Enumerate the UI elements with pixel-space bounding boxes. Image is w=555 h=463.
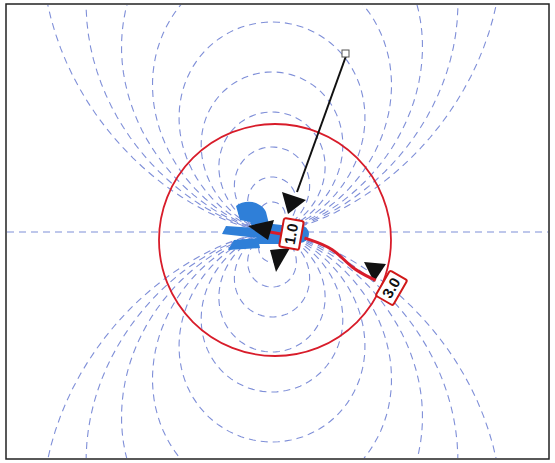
- search-path: [305, 238, 376, 280]
- distance-number: 1.0: [280, 222, 301, 246]
- direction-arrowhead: [270, 248, 290, 272]
- buried-person: [222, 202, 309, 250]
- direction-arrowhead: [282, 192, 306, 214]
- probe-line: [297, 56, 346, 192]
- distance-number: 3.0: [378, 274, 404, 301]
- search-circle: [159, 124, 391, 356]
- direction-arrowhead: [248, 220, 274, 240]
- field-lines: [7, 5, 548, 458]
- value-tag: 3.0: [374, 269, 408, 307]
- probe-end: [342, 50, 349, 57]
- value-tag: 1.0: [277, 217, 304, 251]
- frame: [6, 4, 549, 459]
